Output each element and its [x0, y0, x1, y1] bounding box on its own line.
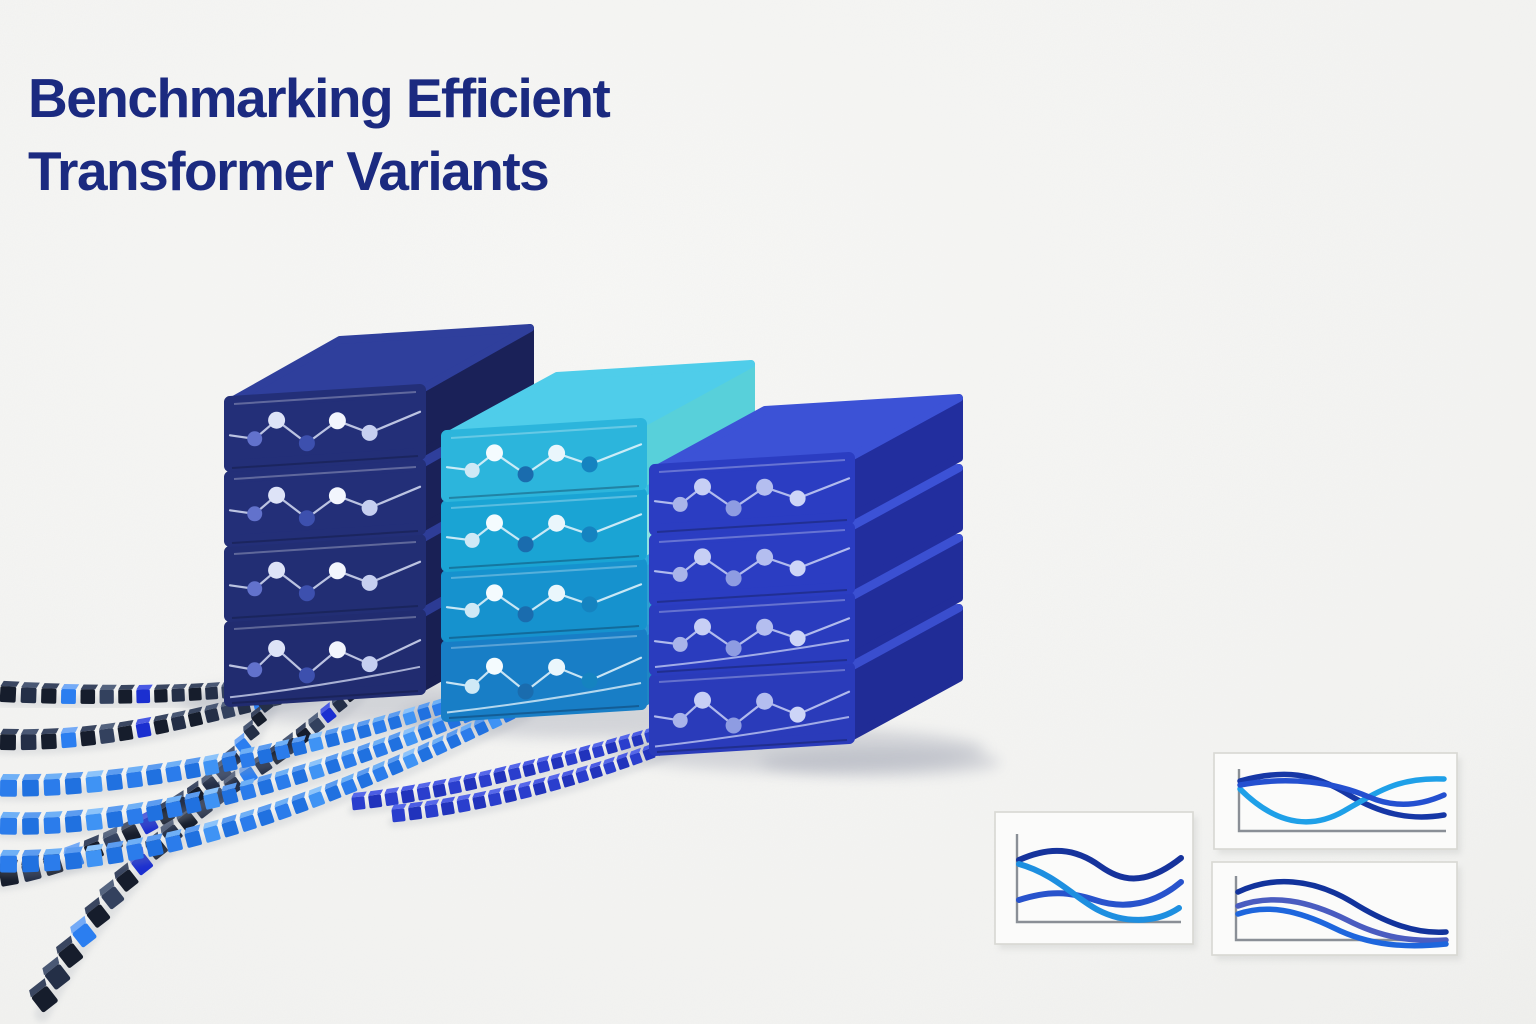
token-stream-blue-3 [0, 697, 533, 878]
attention-graph-motif [445, 513, 643, 553]
title-line-1: Benchmarking Efficient [28, 67, 611, 129]
transformer-stack-royal [649, 394, 963, 756]
chart-series-line [1016, 879, 1184, 908]
chart-card [994, 811, 1194, 945]
attention-graph-motif [228, 560, 422, 602]
attention-graph-motif [653, 547, 851, 587]
title-line-2: Transformer Variants [28, 140, 550, 202]
token-stream-royal-1 [348, 726, 668, 816]
stack-layer-1 [224, 324, 534, 472]
attention-graph-motif [228, 410, 422, 452]
chart-series-line [1235, 906, 1449, 949]
stack-layer-1 [441, 360, 755, 502]
attention-graph-motif [653, 477, 851, 517]
chart-series-line [1016, 847, 1184, 882]
token-stream-blue-1 [0, 693, 477, 802]
attention-graph-motif [445, 656, 643, 714]
page-title: Benchmarking Efficient Transformer Varia… [28, 62, 611, 208]
chart-series-line [1237, 778, 1447, 807]
attention-graph-motif [653, 690, 851, 748]
attention-graph-motif [653, 617, 851, 668]
chart-series-line [1016, 861, 1182, 923]
benchmark-chart-left [994, 811, 1197, 949]
stack-layer-1 [649, 394, 963, 536]
attention-graph-motif [445, 443, 643, 483]
token-streams [0, 674, 696, 1022]
benchmark-chart-top-right [1213, 752, 1461, 854]
chart-series-line [1235, 878, 1449, 935]
chart-series-line [1237, 776, 1447, 825]
chart-series-line [1237, 771, 1447, 820]
benchmark-chart-bottom-right [1211, 861, 1461, 960]
chart-series-line [1235, 897, 1449, 944]
attention-graph-motif [228, 485, 422, 527]
attention-graph-motif [445, 583, 643, 623]
attention-graph-motif [228, 639, 422, 699]
